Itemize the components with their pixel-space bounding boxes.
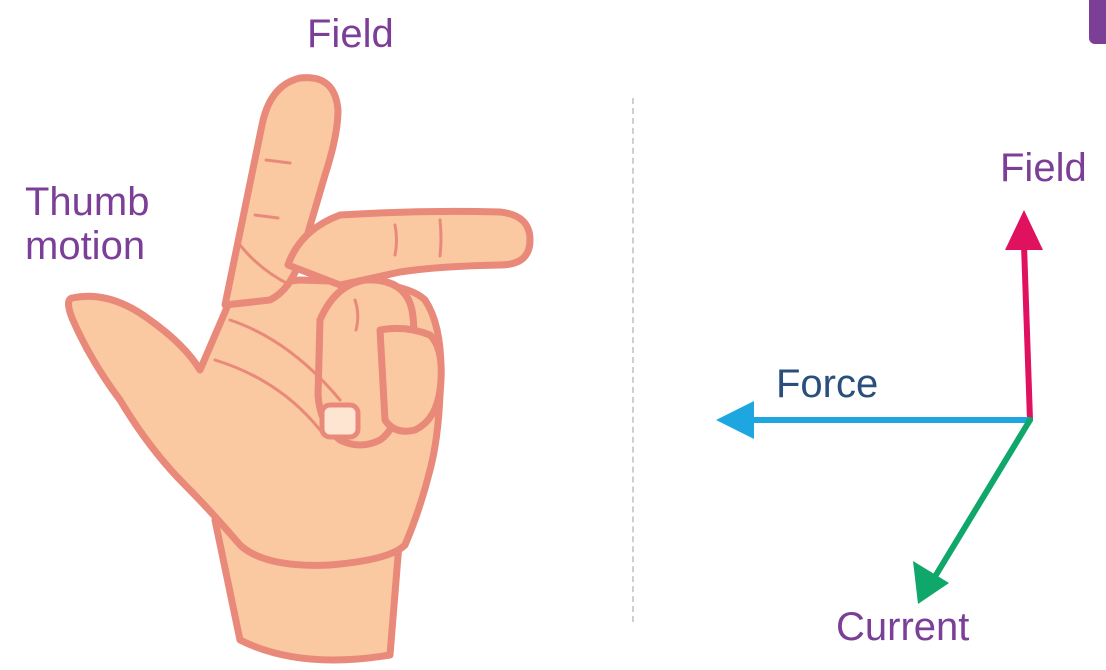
- thumb-label-line2: motion: [25, 224, 146, 268]
- vector-field-label: Field: [1000, 146, 1087, 190]
- thumb-motion-label: Thumb motion: [25, 180, 150, 268]
- hand-illustration-icon: [65, 74, 534, 664]
- current-label: Current: [836, 605, 970, 649]
- corner-tab: [1089, 0, 1106, 44]
- force-label: Force: [776, 362, 879, 406]
- fingernail-icon: [319, 402, 361, 440]
- force-arrow-icon: [716, 401, 1033, 439]
- panel-divider: [632, 98, 634, 622]
- field-arrow-icon: [1005, 210, 1043, 423]
- current-arrow-icon: [913, 417, 1033, 604]
- thumb-label-line1: Thumb: [25, 180, 150, 224]
- hand-field-label: Field: [307, 12, 394, 56]
